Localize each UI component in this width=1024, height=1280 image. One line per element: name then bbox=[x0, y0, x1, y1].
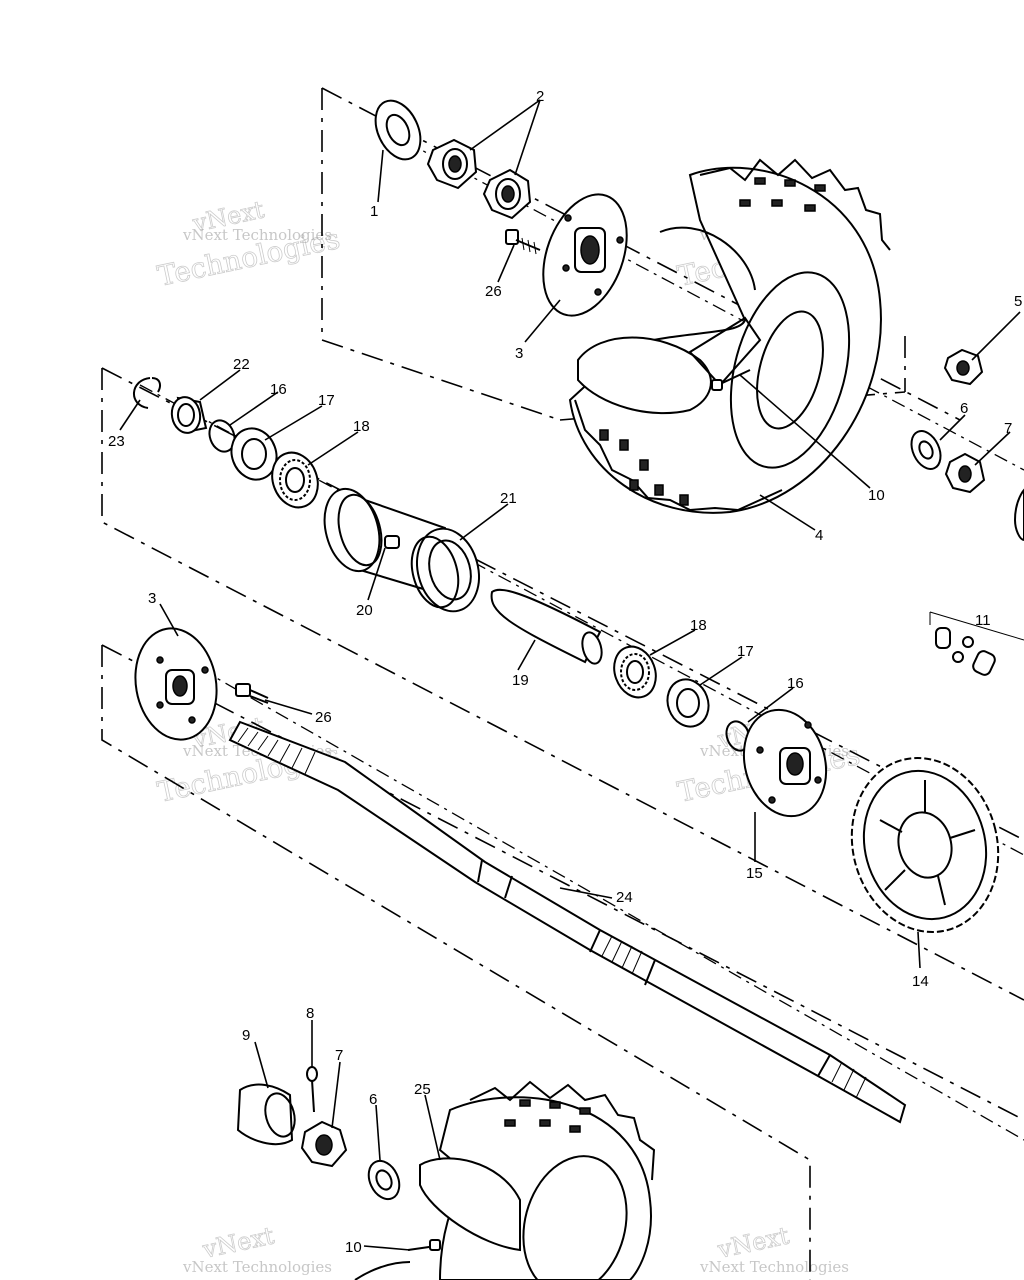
part-26-bolt-left bbox=[235, 683, 269, 704]
part-24-axle bbox=[228, 720, 907, 1124]
callout-7-bottom: 7 bbox=[335, 1047, 343, 1064]
part-23-snap-ring bbox=[133, 377, 161, 409]
callout-22: 22 bbox=[233, 356, 250, 373]
part-1-washer bbox=[374, 99, 422, 161]
callout-1: 1 bbox=[370, 203, 378, 220]
part-17-seal-left bbox=[230, 427, 278, 481]
svg-text:vNext Technologies: vNext Technologies bbox=[182, 1258, 332, 1276]
part-3-hub-left bbox=[134, 627, 218, 741]
callout-18-left: 18 bbox=[353, 418, 370, 435]
callout-2: 2 bbox=[536, 88, 544, 105]
part-16-oring-left bbox=[208, 419, 236, 453]
callout-6-top: 6 bbox=[960, 400, 968, 417]
callout-labels: 1 2 26 3 4 5 6 7 10 23 22 16 17 18 21 20… bbox=[108, 88, 1022, 1256]
callout-4: 4 bbox=[815, 527, 823, 544]
callout-19: 19 bbox=[512, 672, 529, 689]
svg-text:vNext Technologies: vNext Technologies bbox=[699, 1258, 849, 1276]
part-7-castlenut-top bbox=[944, 452, 1024, 542]
part-22-bushing bbox=[170, 396, 208, 434]
part-4-wheel-top bbox=[568, 158, 891, 514]
callout-10-top: 10 bbox=[868, 487, 885, 504]
watermark-bottom-left: vNext vNext Technologies bbox=[182, 1221, 332, 1276]
part-7-castlenut-bottom bbox=[300, 1120, 348, 1168]
part-18-bearing-left bbox=[271, 451, 319, 509]
callout-25: 25 bbox=[414, 1081, 431, 1098]
callout-21: 21 bbox=[500, 490, 517, 507]
callout-16-left: 16 bbox=[270, 381, 287, 398]
callout-11: 11 bbox=[975, 612, 991, 629]
callout-17-right: 17 bbox=[737, 643, 754, 660]
callout-18-right: 18 bbox=[690, 617, 707, 634]
callout-14: 14 bbox=[912, 973, 929, 990]
axle-splines bbox=[237, 727, 867, 1099]
callout-6-bottom: 6 bbox=[369, 1091, 377, 1108]
part-8-cotter-pin bbox=[306, 1066, 318, 1113]
callout-3-left: 3 bbox=[148, 590, 156, 607]
part-10-valve-stem-bottom bbox=[354, 1239, 441, 1280]
part-19-spacer-tube bbox=[490, 588, 603, 665]
callout-15: 15 bbox=[746, 865, 763, 882]
leader-lines bbox=[119, 99, 1021, 1251]
callout-9: 9 bbox=[242, 1027, 250, 1044]
tire-tread-blocks-bottom bbox=[504, 1099, 591, 1133]
part-15-sprocket-hub bbox=[742, 708, 828, 818]
part-2-locknut-b bbox=[482, 168, 532, 220]
part-6-washer-top bbox=[910, 430, 942, 470]
callout-17-left: 17 bbox=[318, 392, 335, 409]
part-18-bearing-right bbox=[613, 645, 657, 699]
part-25-wheel-bottom bbox=[419, 1080, 656, 1280]
callout-20: 20 bbox=[356, 602, 373, 619]
callout-10-bottom: 10 bbox=[345, 1239, 362, 1256]
part-2-locknut-a bbox=[426, 138, 478, 190]
part-20-fitting bbox=[384, 535, 400, 549]
part-26-bolt-top bbox=[505, 229, 541, 255]
callout-24: 24 bbox=[616, 889, 633, 906]
callout-8: 8 bbox=[306, 1005, 314, 1022]
part-14-sprocket bbox=[850, 756, 1000, 934]
callout-7-top: 7 bbox=[1004, 420, 1012, 437]
part-10-valve-stem-top bbox=[711, 369, 751, 391]
part-3-hub-top bbox=[542, 193, 628, 317]
tire-tread-blocks bbox=[599, 177, 826, 506]
callout-26-left: 26 bbox=[315, 709, 332, 726]
callout-26-top: 26 bbox=[485, 283, 502, 300]
part-6-washer-bottom bbox=[367, 1159, 401, 1201]
watermark-top-left: vNext vNext Technologies Technologies bbox=[154, 195, 343, 293]
callout-3-top: 3 bbox=[515, 345, 523, 362]
part-21-bearing-carrier bbox=[323, 487, 480, 613]
callout-23: 23 bbox=[108, 433, 125, 450]
svg-text:vNext Technologies: vNext Technologies bbox=[182, 226, 332, 244]
callout-5: 5 bbox=[1014, 293, 1022, 310]
watermark-bottom-right: vNext vNext Technologies bbox=[699, 1221, 849, 1276]
part-9-cap bbox=[236, 1083, 296, 1146]
part-17-seal-right bbox=[666, 678, 710, 728]
callout-16-right: 16 bbox=[787, 675, 804, 692]
part-11-chain-link bbox=[929, 611, 1024, 676]
